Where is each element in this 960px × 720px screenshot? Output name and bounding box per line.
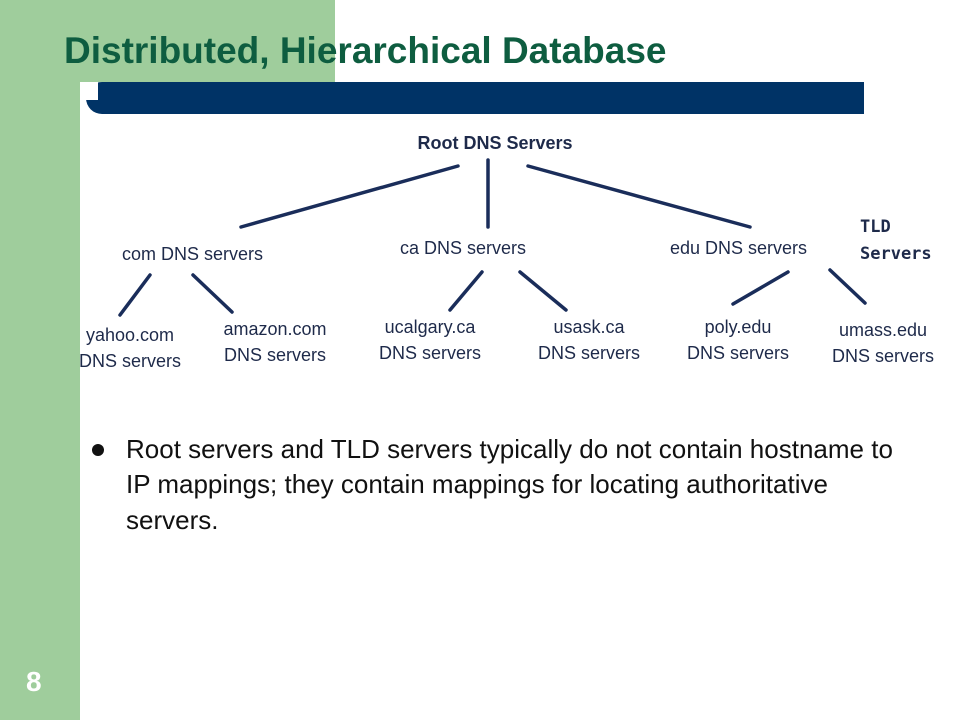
tld-servers-label-line1: TLD [860,217,891,237]
tld-servers-label-line2: Servers [860,244,932,265]
edge-root-edu [526,164,752,229]
amazon-domain-text: amazon.com [223,319,327,339]
root-dns-servers-label: Root DNS Servers [417,133,573,153]
ca-dns-servers-label: ca DNS servers [400,238,527,258]
poly-dns-servers-text: DNS servers [686,343,790,364]
bullet-text: Root servers and TLD servers typically d… [126,434,893,535]
yahoo-dns-servers-text: DNS servers [78,351,182,372]
bullet-dot-icon [92,444,104,456]
edge-com-amazon [191,273,234,314]
amazon-dns-servers-text: DNS servers [223,345,327,366]
ucalgary-dns-servers-label: ucalgary.ca DNS servers [379,314,481,366]
usask-domain-text: usask.ca [553,317,625,337]
title-bar-notch [80,82,98,100]
umass-domain-text: umass.edu [838,320,928,340]
edge-edu-umass [828,268,867,305]
usask-dns-servers-label: usask.ca DNS servers [538,314,640,366]
poly-domain-text: poly.edu [704,317,772,337]
ucalgary-domain-text: ucalgary.ca [384,317,476,337]
amazon-dns-servers-label: amazon.com DNS servers [223,316,326,368]
page-number: 8 [26,666,42,697]
edge-ca-ucalgary [448,270,484,312]
edu-dns-servers-label: edu DNS servers [670,238,808,258]
slide-title: Distributed, Hierarchical Database [64,30,667,71]
title-underline-bar [86,82,864,114]
edge-edu-poly [731,270,790,306]
ucalgary-dns-servers-text: DNS servers [378,343,482,364]
edge-root-com [239,164,460,229]
edge-ca-usask [518,270,568,312]
com-dns-servers-label: com DNS servers [122,244,264,264]
yahoo-dns-servers-label: yahoo.com DNS servers [79,322,181,374]
poly-dns-servers-label: poly.edu DNS servers [687,314,789,366]
usask-dns-servers-text: DNS servers [537,343,641,364]
top-accent-band [80,0,335,82]
umass-dns-servers-label: umass.edu DNS servers [832,317,934,369]
left-accent-band [0,0,80,720]
edge-com-yahoo [118,273,152,317]
umass-dns-servers-text: DNS servers [831,346,935,367]
tld-servers-label: TLD Servers [860,214,932,268]
yahoo-domain-text: yahoo.com [85,325,175,345]
